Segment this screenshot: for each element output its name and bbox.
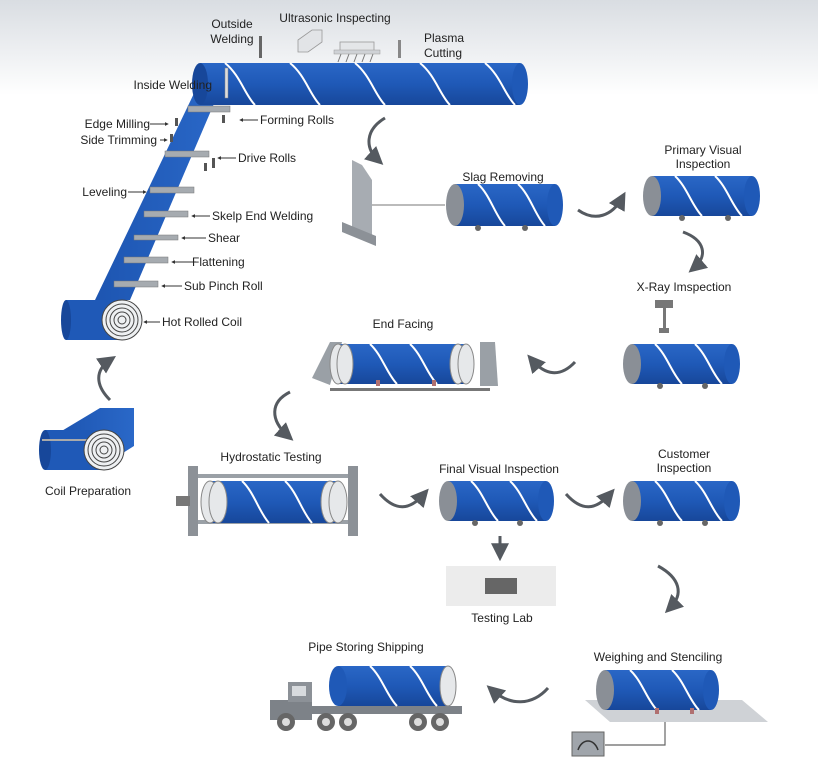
forming-rolls-label: Forming Rolls (260, 113, 334, 127)
leveling-label: Leveling (82, 185, 127, 199)
side-trimming-label: Side Trimming (80, 133, 157, 147)
weighing-stenciling-illustration (571, 669, 768, 757)
xray-inspection-illustration (623, 300, 740, 389)
weighing-stenciling-label: Weighing and Stenciling (594, 650, 723, 664)
spiral-pipe-top-illustration (192, 29, 528, 106)
hydrostatic-testing-label: Hydrostatic Testing (220, 450, 321, 464)
coil-preparation-illustration (39, 408, 134, 471)
testing-lab-illustration (446, 566, 556, 606)
testing-lab-label: Testing Lab (471, 611, 533, 625)
xray-inspection-label: X-Ray Imspection (637, 280, 732, 294)
flow-arrow-xray-to-endfacing (527, 354, 577, 375)
primary-visual-label-line2: Inspection (676, 157, 731, 171)
hot-rolled-coil-label: Hot Rolled Coil (162, 315, 242, 329)
flattening-label: Flattening (192, 255, 245, 269)
customer-inspection-label-line1: Customer (658, 447, 710, 461)
flow-arrow-forming-to-slag (363, 116, 386, 165)
end-facing-label: End Facing (373, 317, 434, 331)
outside-welding-label-line2: Welding (210, 32, 253, 46)
pipe-storing-shipping-label: Pipe Storing Shipping (308, 640, 423, 654)
drive-rolls-label: Drive Rolls (238, 151, 296, 165)
plasma-cutting-label-line2: Cutting (424, 46, 462, 60)
flow-arrow-primary-to-xray (682, 230, 709, 273)
primary-visual-pipe-illustration (643, 175, 760, 221)
ultrasonic-inspecting-label: Ultrasonic Inspecting (279, 11, 390, 25)
final-visual-pipe-illustration (439, 480, 554, 526)
customer-inspection-pipe-illustration (623, 480, 740, 526)
skelp-end-welding-label: Skelp End Welding (212, 209, 313, 223)
shear-label: Shear (208, 231, 240, 245)
final-visual-inspection-label: Final Visual Inspection (439, 462, 559, 476)
primary-visual-label-line1: Primary Visual (664, 143, 741, 157)
slag-removing-label: Slag Removing (462, 170, 543, 184)
shipping-truck-illustration (270, 665, 462, 731)
edge-milling-label: Edge Milling (85, 117, 150, 131)
end-facing-illustration (312, 342, 498, 391)
flow-arrow-endfacing-to-hydro (273, 390, 294, 441)
slag-removing-illustration (342, 160, 563, 246)
inside-welding-label: Inside Welding (134, 78, 213, 92)
customer-inspection-label-line2: Inspection (657, 461, 712, 475)
flow-arrow-final-to-customer (564, 488, 615, 509)
strip-line-illustration (61, 85, 231, 341)
flow-arrow-hydro-to-final (378, 488, 429, 509)
hydrostatic-testing-illustration (176, 466, 358, 536)
coil-preparation-label: Coil Preparation (45, 484, 131, 498)
outside-welding-label-line1: Outside (211, 17, 253, 31)
sub-pinch-roll-label: Sub Pinch Roll (184, 279, 263, 293)
flow-arrow-coil-to-line (96, 356, 116, 402)
strip-line-pointers (128, 118, 258, 324)
flow-arrow-slag-to-primary (577, 191, 626, 218)
flow-arrow-weighing-to-shipping (486, 685, 550, 704)
plasma-cutting-label-line1: Plasma (424, 31, 464, 45)
flow-arrow-customer-to-weighing (657, 564, 684, 614)
